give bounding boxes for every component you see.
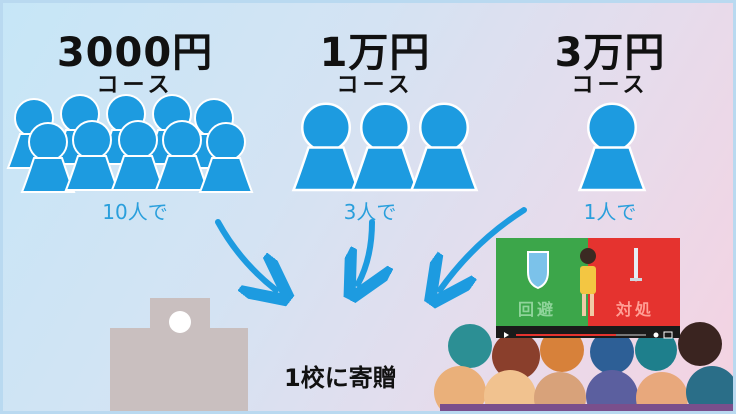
arrow-icon (215, 219, 276, 290)
ten-people-group (7, 94, 253, 193)
person-icon (292, 102, 360, 192)
people-count-10000: 3人で (343, 200, 397, 224)
person-icon (410, 102, 478, 192)
video-label-avoid: 回避 (518, 300, 557, 319)
course-price-30000: 3万円 (554, 30, 666, 76)
course-label-10000: コース (336, 73, 414, 98)
three-people-group (292, 102, 478, 192)
arrow-icon (358, 219, 372, 284)
progress-bar (516, 334, 616, 336)
video-illustration (527, 248, 642, 316)
student-figure-icon (580, 248, 596, 264)
course-label-3000: コース (96, 73, 174, 98)
video-screen: 回避 対処 (496, 238, 680, 339)
people-count-30000: 1人で (583, 200, 637, 224)
school-building-icon (110, 298, 248, 414)
course-price-10000: 1万円 (319, 30, 431, 76)
course-price-3000: 3000円 (56, 30, 214, 76)
play-icon (504, 332, 509, 338)
arrow-icon (440, 207, 527, 290)
audience-crowd (434, 322, 736, 414)
video-label-handle: 対処 (616, 300, 655, 319)
fullscreen-icon (663, 331, 673, 339)
shield-icon (527, 251, 549, 290)
people-count-3000: 10人で (102, 200, 168, 224)
video-controls-bar (496, 326, 680, 339)
sword-icon (634, 248, 638, 282)
donate-caption: 1校に寄贈 (284, 364, 397, 392)
single-person-icon (578, 102, 646, 192)
course-label-30000: コース (571, 73, 649, 98)
school-clock-icon (169, 311, 191, 333)
settings-icon (653, 332, 659, 338)
person-icon (351, 102, 419, 192)
